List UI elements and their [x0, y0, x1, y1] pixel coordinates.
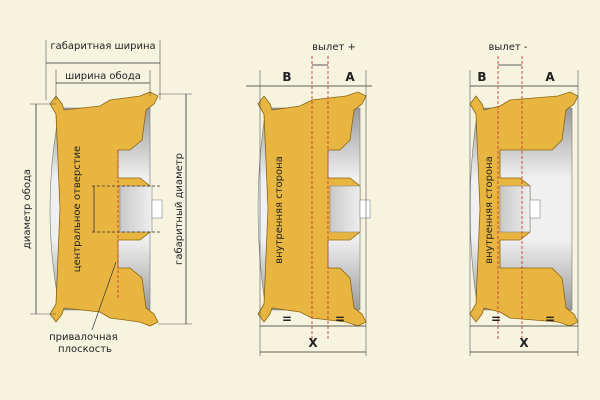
label-x-2: X: [308, 336, 318, 350]
rim-width-label: ширина обода: [65, 71, 141, 82]
hub-1: [119, 185, 153, 233]
hub-bore-3: [529, 199, 541, 219]
offset-plus-label: вылет +: [312, 42, 356, 53]
eq-left-2: =: [282, 312, 292, 326]
mounting-surface-leader: [91, 261, 117, 331]
inner-side-label-3: внутренняя сторона: [484, 156, 495, 264]
label-b-2: B: [282, 70, 291, 84]
label-x-3: X: [519, 336, 529, 350]
center-bore-label: центральное отверстие: [72, 146, 83, 272]
eq-right-3: =: [545, 312, 555, 326]
hub-2: [329, 185, 361, 233]
overall-width-label-1: габаритная ширина: [50, 41, 155, 52]
diagram-rim-dimensions: габаритная ширина ширина обода диаметр о…: [22, 40, 192, 355]
label-a-2: A: [345, 70, 355, 84]
label-b-3: B: [477, 70, 486, 84]
diagram-positive-offset: вылет + B A внутренняя сторона = = X: [246, 42, 372, 356]
hub-3: [499, 185, 531, 233]
hub-bore-2: [359, 199, 371, 219]
mounting-surface-label: привалочная плоскость: [49, 332, 121, 355]
overall-diameter-label: габаритный диаметр: [174, 153, 185, 265]
eq-right-2: =: [335, 312, 345, 326]
rim-diameter-label: диаметр обода: [22, 169, 33, 249]
eq-left-3: =: [491, 312, 501, 326]
label-a-3: A: [545, 70, 555, 84]
diagram-negative-offset: вылет - B A внутренняя сторона = = X: [469, 42, 579, 356]
hub-bore-1: [151, 199, 163, 219]
inner-side-label-2: внутренняя сторона: [274, 156, 285, 264]
rim-profile-1: [49, 91, 159, 327]
offset-minus-label: вылет -: [489, 42, 528, 53]
